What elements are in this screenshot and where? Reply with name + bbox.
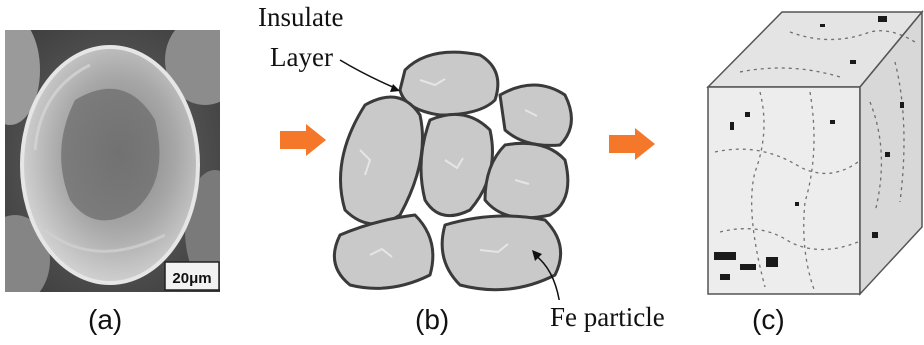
particle — [442, 216, 560, 290]
scale-bar-label: 20μm — [172, 270, 211, 287]
sem-micrograph: 20μm — [5, 30, 220, 292]
particle — [400, 52, 498, 115]
particle — [421, 114, 493, 215]
fe-particle-label: Fe particle — [550, 302, 665, 333]
particle — [334, 215, 432, 288]
caption-a: (a) — [88, 304, 122, 336]
sem-image: 20μm — [5, 30, 220, 292]
particle — [341, 97, 423, 224]
right-arrow-icon — [607, 126, 657, 162]
insulate-label: Insulate — [258, 2, 343, 33]
layer-label: Layer — [270, 42, 333, 73]
caption-c: (c) — [752, 304, 785, 336]
particle — [485, 143, 568, 218]
caption-b: (b) — [415, 304, 449, 336]
compacted-cube — [700, 2, 924, 296]
particle-schematic — [320, 40, 580, 300]
